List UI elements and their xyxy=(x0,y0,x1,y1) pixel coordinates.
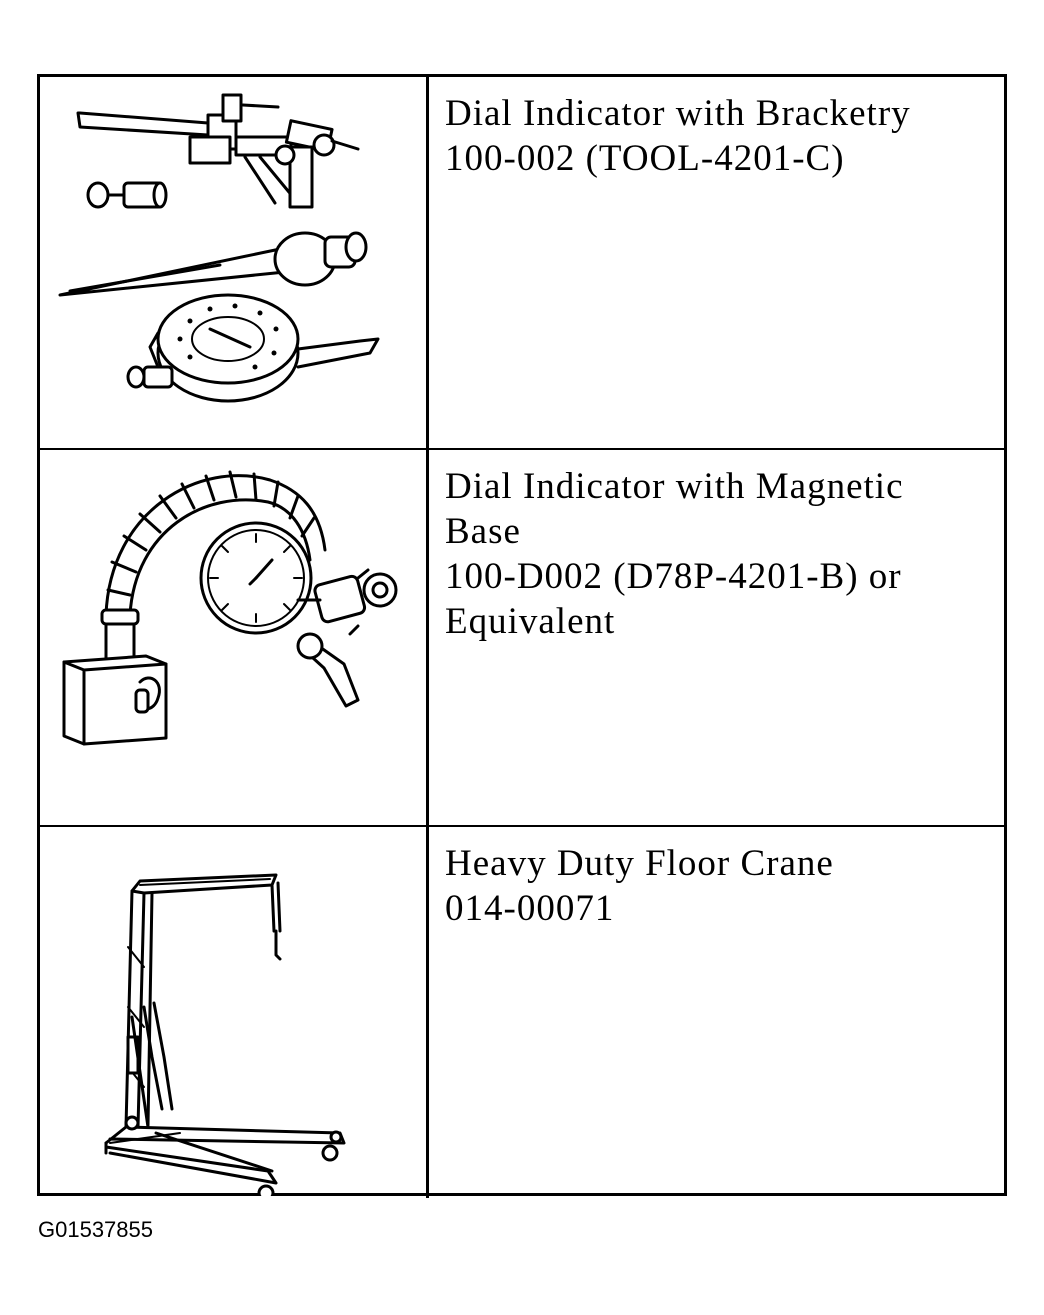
tool-description: Dial Indicator with Magnetic Base 100-D0… xyxy=(445,464,986,644)
tool-number-line: Equivalent xyxy=(445,601,616,642)
tool-description: Heavy Duty Floor Crane 014-00071 xyxy=(445,841,986,931)
column-divider xyxy=(426,77,429,448)
tool-name-line: Heavy Duty Floor Crane xyxy=(445,843,834,884)
tool-number-line: 100-002 (TOOL-4201-C) xyxy=(445,138,845,179)
tool-number-line: 014-00071 xyxy=(445,888,615,929)
tool-name-line: Dial Indicator with Bracketry xyxy=(445,93,911,134)
tool-row: Heavy Duty Floor Crane 014-00071 xyxy=(40,825,1004,1198)
tool-name-line: Dial Indicator with Magnetic xyxy=(445,466,904,507)
tool-row: Dial Indicator with Bracketry 100-002 (T… xyxy=(40,77,1004,448)
tool-image-cell xyxy=(40,77,426,448)
tool-name-line: Base xyxy=(445,511,521,552)
dial-indicator-magnetic-base-icon xyxy=(62,470,398,746)
tool-description: Dial Indicator with Bracketry 100-002 (T… xyxy=(445,91,986,181)
tool-table: Dial Indicator with Bracketry 100-002 (T… xyxy=(37,74,1007,1198)
tool-number-line: 100-D002 (D78P-4201-B) or xyxy=(445,556,902,597)
tool-row: Dial Indicator with Magnetic Base 100-D0… xyxy=(40,448,1004,827)
tool-image-cell xyxy=(40,450,426,827)
figure-id: G01537855 xyxy=(38,1217,153,1242)
column-divider xyxy=(426,450,429,827)
floor-crane-icon xyxy=(104,873,346,1196)
column-divider xyxy=(426,827,429,1198)
tool-image-cell xyxy=(40,827,426,1198)
dial-indicator-brackets-icon xyxy=(58,93,380,403)
